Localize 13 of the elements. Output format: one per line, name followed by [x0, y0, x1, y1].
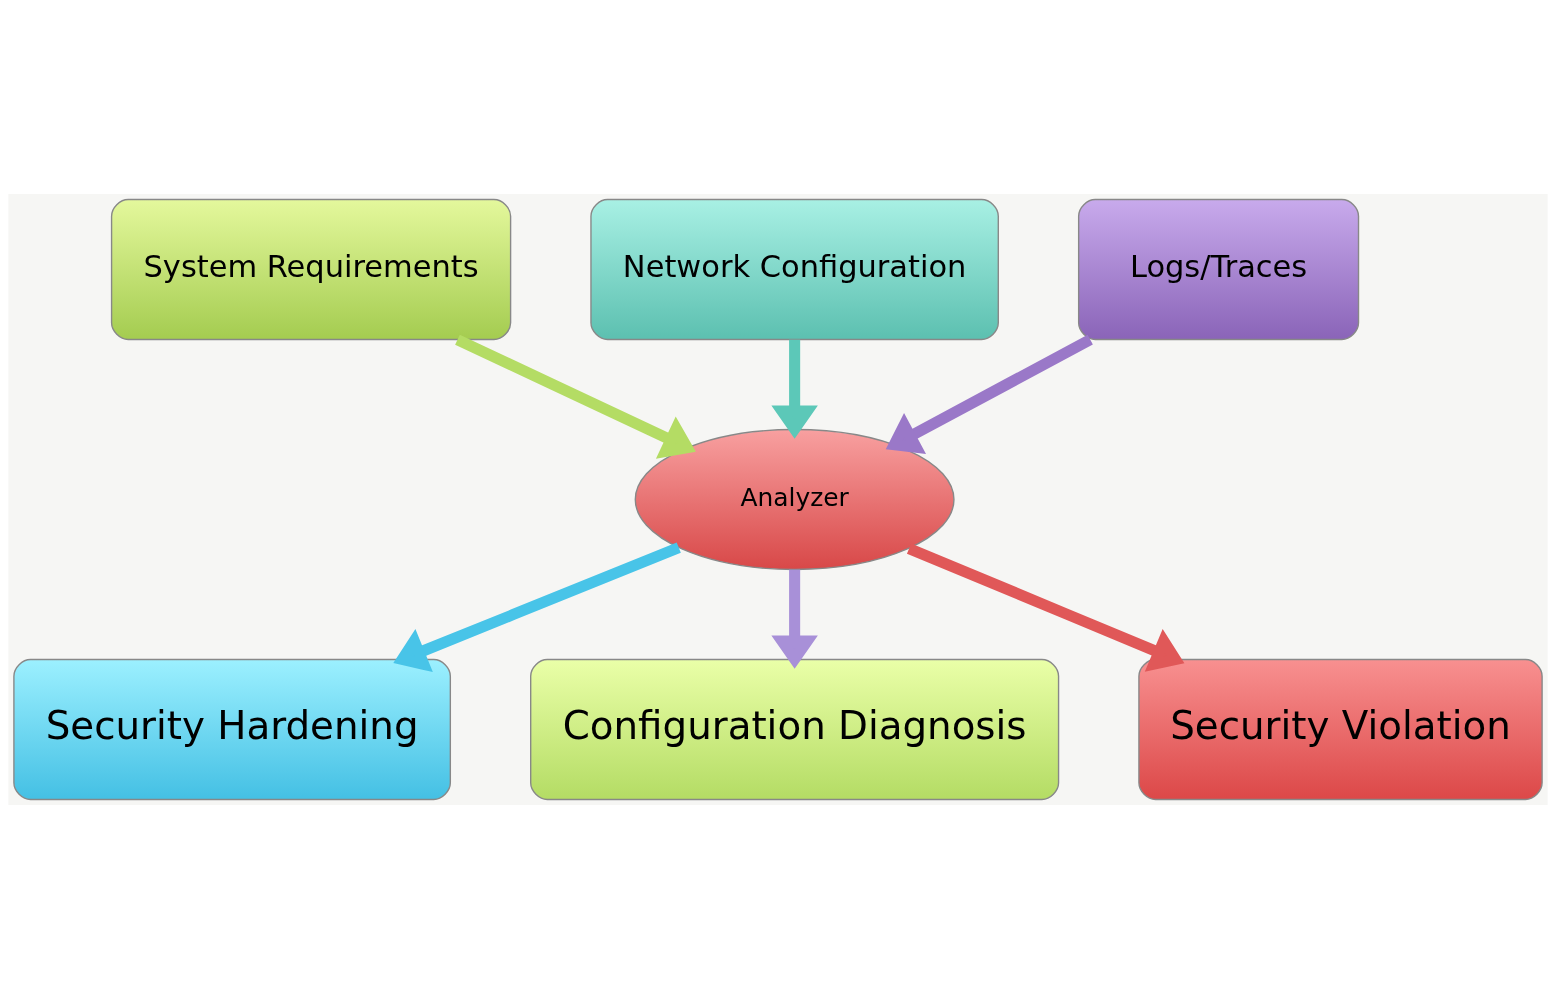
arrow: [906, 543, 1185, 672]
node-box: Logs/Traces: [1077, 198, 1360, 341]
arrow: [455, 334, 696, 459]
node-box: Security Violation: [1138, 658, 1543, 801]
arrow: [885, 334, 1093, 455]
arrow: [771, 339, 818, 439]
node-ellipse: Analyzer: [634, 428, 955, 571]
node-box: Security Hardening: [13, 658, 452, 801]
node-box: Network Configuration: [590, 198, 999, 341]
arrow: [393, 542, 681, 673]
arrow: [771, 569, 818, 669]
node-box: System Requirements: [110, 198, 512, 341]
node-box: Configuration Diagnosis: [530, 658, 1060, 801]
